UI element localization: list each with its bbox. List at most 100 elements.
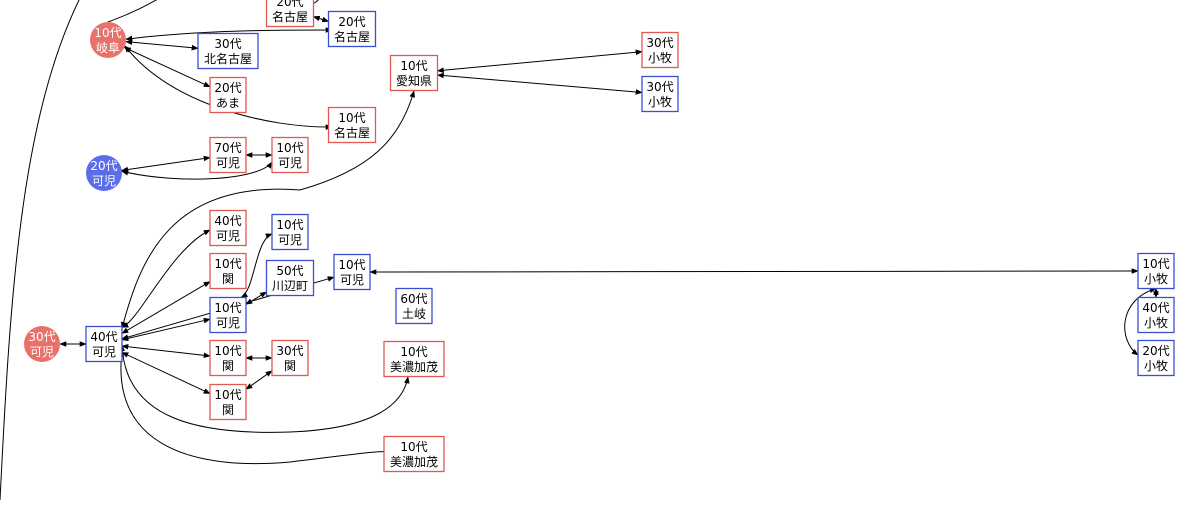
- edge-kani40m-minokamo10b: [118, 349, 393, 465]
- node-label-line1: 40代: [1142, 301, 1169, 315]
- node-label-line2: 可児: [216, 156, 240, 170]
- node-label-line1: 50代: [276, 264, 303, 278]
- node-label-line2: 可児: [278, 156, 302, 170]
- node-box: [209, 296, 247, 334]
- node-label-line2: 関: [222, 359, 234, 373]
- node-label-line1: 30代: [646, 36, 673, 50]
- node-label-line2: 可児: [30, 345, 54, 359]
- node-label-line2: 川辺町: [272, 279, 308, 293]
- node-circle: [86, 155, 122, 191]
- edge-kani40m-kani10b: [121, 317, 211, 342]
- node-label-line1: 30代: [214, 37, 241, 51]
- node-label-line2: 名古屋: [334, 125, 370, 140]
- edge-gifu10-nagoya20b: [125, 27, 333, 42]
- node-label-line2: 可児: [92, 345, 116, 359]
- node-label-line2: 名古屋: [272, 9, 308, 24]
- node-label-line1: 10代: [400, 345, 427, 359]
- edge-seki10c-seki30: [245, 370, 273, 390]
- node-box: [333, 253, 371, 291]
- edge-aichi10-komaki30a: [436, 49, 643, 74]
- node-label-line1: 30代: [28, 330, 55, 344]
- node-label-line1: 20代: [90, 159, 117, 173]
- node-label-line1: 20代: [214, 81, 241, 95]
- node-box: [197, 32, 259, 70]
- node-label-line2: 土岐: [402, 307, 426, 321]
- node-label-line2: 関: [284, 359, 296, 373]
- node-box: [209, 339, 247, 377]
- node-box: [85, 325, 123, 363]
- node-label-line2: 名古屋: [334, 29, 370, 44]
- node-label-line1: 10代: [214, 344, 241, 358]
- node-box: [641, 31, 679, 69]
- node-box: [265, 0, 315, 28]
- node-label-line1: 10代: [214, 257, 241, 271]
- node-box: [209, 76, 247, 114]
- node-label-line2: 美濃加茂: [390, 360, 438, 374]
- node-box: [395, 287, 433, 325]
- edge-kani40m-aichi10: [120, 90, 415, 329]
- node-box: [383, 340, 445, 378]
- node-label-line1: 10代: [400, 440, 427, 454]
- node-label-line1: 20代: [1142, 344, 1169, 358]
- node-box: [327, 106, 377, 144]
- edge-kani40m-seki10b: [121, 343, 211, 359]
- node-circle: [24, 326, 60, 362]
- edge-kani20-kani10a: [121, 161, 273, 180]
- node-label-line2: 小牧: [648, 95, 672, 109]
- node-label-line1: 10代: [276, 218, 303, 232]
- node-label-line1: 20代: [338, 15, 365, 29]
- node-label-line2: 関: [222, 272, 234, 286]
- edge-kani10b-kani10c: [240, 233, 273, 298]
- edge-aichi10-komaki30b: [436, 72, 643, 95]
- node-label-line2: 小牧: [1144, 359, 1168, 373]
- node-box: [641, 75, 679, 113]
- edge-kani40m-kani40f: [121, 229, 211, 328]
- node-circle: [90, 22, 126, 58]
- node-label-line1: 10代: [400, 59, 427, 73]
- node-label-line1: 70代: [214, 141, 241, 155]
- edge-gifu10-ama20: [123, 47, 211, 88]
- node-box: [271, 339, 309, 377]
- node-label-line2: 岐阜: [96, 41, 120, 55]
- edges-layer: [0, 0, 1159, 501]
- node-label-line1: 60代: [400, 292, 427, 306]
- node-label-line2: 小牧: [648, 51, 672, 65]
- node-label-line1: 20代: [276, 0, 303, 9]
- node-label-line2: 可児: [92, 174, 116, 188]
- node-label-line2: 愛知県: [396, 74, 432, 88]
- node-label-line2: あま: [216, 96, 240, 110]
- edge-nagoya20a-nagoya20b: [312, 15, 330, 23]
- node-label-line2: 可児: [278, 233, 302, 247]
